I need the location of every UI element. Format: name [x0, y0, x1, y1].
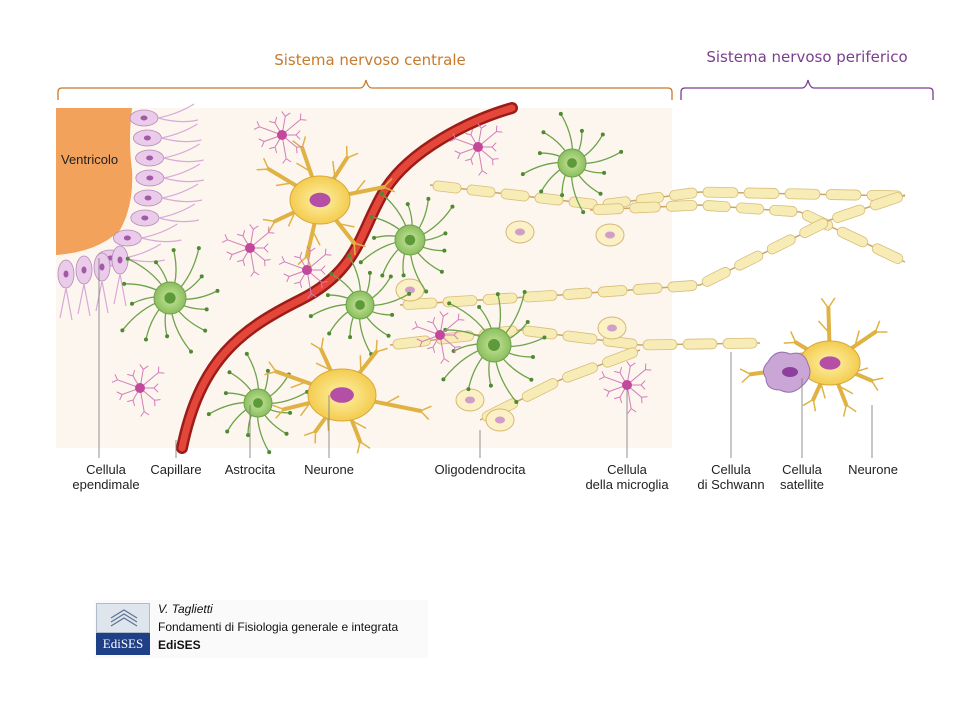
microglia-cell: [111, 364, 165, 417]
ependymal-cell: [135, 163, 204, 187]
ependymal-cell: [135, 143, 204, 167]
satellite-cell: [762, 351, 811, 393]
myelinated-axon: [389, 325, 761, 351]
ventricle-label: Ventricolo: [61, 152, 119, 167]
credit-book-title: Fondamenti di Fisiologia generale e inte…: [158, 620, 399, 634]
glial-cells-illustration: [56, 102, 906, 458]
cell-label: Oligodendrocita: [434, 462, 526, 477]
credit-author: V. Taglietti: [158, 602, 213, 616]
peripheral-brace: [680, 79, 934, 100]
myelinated-axon: [399, 192, 906, 310]
logo-text: EdiSES: [96, 633, 150, 655]
ependymal-cell: [129, 103, 199, 127]
cell-label: Capillare: [150, 462, 202, 477]
credit-publisher: EdiSES: [158, 638, 201, 652]
microglia-cell: [411, 311, 465, 364]
microglia-cell: [598, 361, 652, 414]
ependymal-cell: [75, 255, 93, 317]
cell-label: Astrocita: [224, 462, 276, 477]
oligodendrocyte: [485, 408, 515, 432]
astrocyte: [308, 253, 412, 357]
ependymal-cell: [112, 223, 182, 247]
ependymal-cell: [132, 123, 202, 147]
microglia-cell: [278, 246, 332, 299]
microglia-cell: [253, 111, 307, 164]
oligodendrocyte: [395, 278, 425, 302]
peripheral-nervous-system-title: Sistema nervoso periferico: [706, 48, 908, 66]
astrocyte: [120, 246, 220, 354]
ependymal-cell: [133, 183, 203, 207]
ependymal-cells: [57, 103, 204, 321]
oligodendrocyte: [505, 220, 535, 244]
ependymal-cell: [111, 245, 129, 307]
myelinated-axons: [389, 180, 906, 432]
microglia-cell: [449, 123, 503, 176]
neuron: [264, 337, 432, 454]
astrocyte: [520, 111, 624, 215]
neuron: [256, 136, 396, 268]
microglia-cells: [111, 111, 652, 417]
label-leader-lines: [98, 258, 873, 458]
astrocytes: [120, 111, 624, 455]
ventricle: [56, 108, 133, 255]
myelinated-axon: [589, 199, 906, 264]
microglia-cell: [221, 224, 275, 277]
ependymal-cell: [93, 252, 111, 314]
oligodendrocyte: [595, 223, 625, 247]
ependymal-cell: [57, 259, 75, 321]
astrocyte: [206, 351, 310, 455]
section-braces: [57, 79, 934, 100]
cell-label: Neurone: [848, 462, 898, 477]
astrocyte: [358, 191, 455, 294]
oligodendrocyte: [597, 316, 627, 340]
publisher-credit: EdiSES V. Taglietti Fondamenti di Fisiol…: [94, 600, 428, 658]
book-icon: [96, 603, 150, 633]
myelinated-axon: [429, 180, 906, 210]
astrocyte: [441, 290, 547, 404]
edises-logo: EdiSES: [96, 603, 150, 655]
central-brace: [57, 79, 673, 100]
central-nervous-system-title: Sistema nervoso centrale: [274, 51, 466, 69]
cell-label: Neurone: [304, 462, 354, 477]
ependymal-cell: [130, 203, 199, 227]
oligodendrocyte: [455, 388, 485, 412]
